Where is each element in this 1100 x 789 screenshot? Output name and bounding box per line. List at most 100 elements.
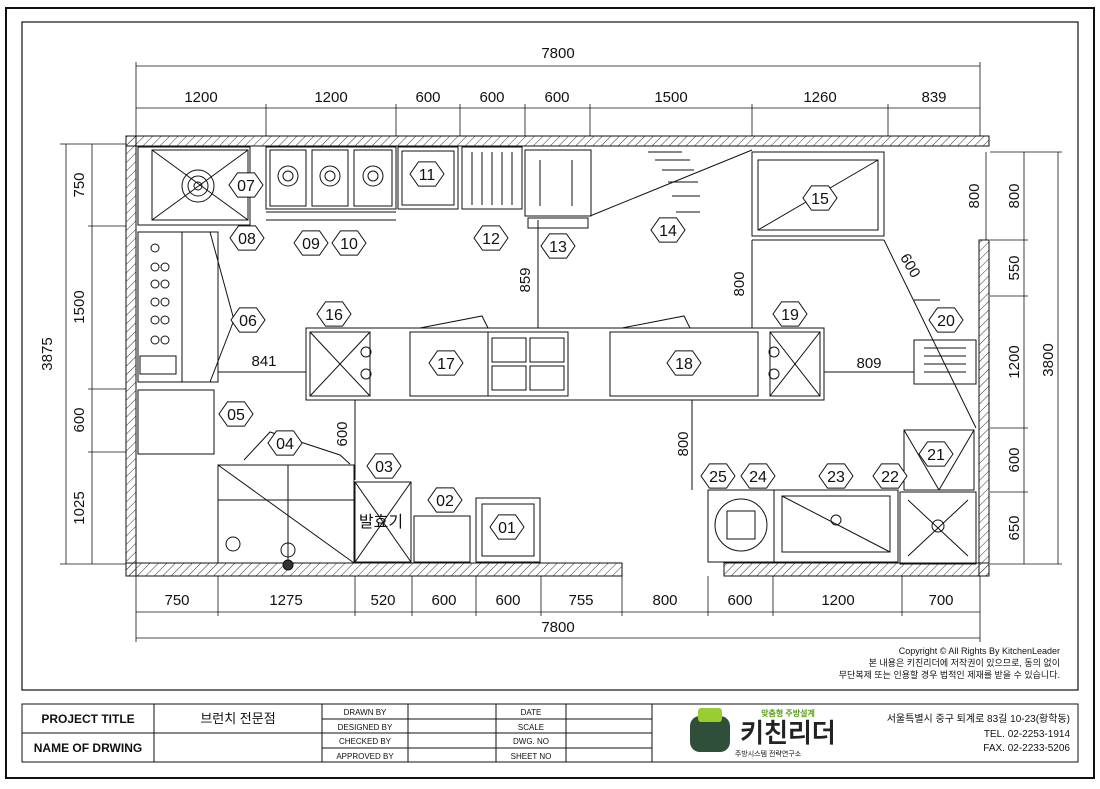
logo-name: 키친리더 xyxy=(740,718,836,748)
dim-right-seg: 800 xyxy=(1006,183,1023,208)
dim-bottom-seg: 600 xyxy=(727,592,752,609)
project-title-label: PROJECT TITLE xyxy=(41,712,134,726)
dim-left-seg: 1500 xyxy=(71,290,88,323)
dim-top-seg: 600 xyxy=(479,89,504,106)
equipment-tag-label: 06 xyxy=(239,313,257,330)
dim-bottom-seg: 700 xyxy=(928,592,953,609)
project-title-value: 브런치 전문점 xyxy=(200,711,275,726)
equipment-tag-label: 15 xyxy=(811,191,829,208)
logo-mark-icon xyxy=(690,716,730,752)
top-segment-labels: 1200 1200 600 600 600 1500 1260 839 xyxy=(184,89,946,106)
equipment-tag-label: 09 xyxy=(302,236,320,253)
dim-right-seg: 600 xyxy=(1006,447,1023,472)
equipment-tag-25: 25 xyxy=(700,463,736,489)
date-label: DATE xyxy=(521,708,542,717)
tag-hexagon-icon xyxy=(428,350,464,376)
tag-hexagon-icon xyxy=(230,307,266,333)
tag-hexagon-icon xyxy=(427,487,463,513)
equipment-tag-18: 18 xyxy=(666,350,702,376)
equipment-tag-label: 12 xyxy=(482,231,500,248)
walls xyxy=(125,135,990,577)
equipment-tag-label: 24 xyxy=(749,469,767,486)
equipment-tag-03: 03 xyxy=(366,453,402,479)
equipment-tag-04: 04 xyxy=(267,430,303,456)
equipment-tag-label: 13 xyxy=(549,239,567,256)
right-dimensions xyxy=(985,151,1062,565)
dim-bottom-seg: 600 xyxy=(431,592,456,609)
equipment-tag-label: 05 xyxy=(227,407,245,424)
equipment-tag-label: 01 xyxy=(498,520,516,537)
tag-hexagon-icon xyxy=(228,172,264,198)
equipment-tag-label: 19 xyxy=(781,307,799,324)
approved-by-label: APPROVED BY xyxy=(336,752,394,761)
tag-hexagon-icon xyxy=(267,430,303,456)
equipment-tag-label: 23 xyxy=(827,469,845,486)
dim-top-seg: 839 xyxy=(921,89,946,106)
equipment-tag-12: 12 xyxy=(473,225,509,251)
dim-top-seg: 600 xyxy=(415,89,440,106)
dim-top-seg: 1200 xyxy=(184,89,217,106)
dwg-no-label: DWG. NO xyxy=(513,737,549,746)
tag-hexagon-icon xyxy=(229,225,265,251)
tag-hexagon-icon xyxy=(489,514,525,540)
dim-top-seg: 1260 xyxy=(803,89,836,106)
equipment-tag-label: 16 xyxy=(325,307,343,324)
equipment-tag-label: 08 xyxy=(238,231,256,248)
tag-hexagon-icon xyxy=(700,463,736,489)
title-block-text: PROJECT TITLE 브런치 전문점 NAME OF DRWING DRA… xyxy=(34,708,552,761)
equipment-tag-01: 01 xyxy=(489,514,525,540)
tag-hexagon-icon xyxy=(650,217,686,243)
equipment-tag-23: 23 xyxy=(818,463,854,489)
equipment-tag-11: 11 xyxy=(409,161,445,187)
tag-hexagon-icon xyxy=(872,463,908,489)
equipment-tag-label: 20 xyxy=(937,313,955,330)
address: 서울특별시 중구 퇴계로 83길 10-23(황학동) xyxy=(887,712,1070,725)
dim-left-total: 3875 xyxy=(39,337,56,370)
dim-inner: 841 xyxy=(251,353,276,370)
equipment-tag-17: 17 xyxy=(428,350,464,376)
equipment-tag-label: 21 xyxy=(927,447,945,464)
tag-hexagon-icon xyxy=(366,453,402,479)
bottom-segment-labels: 750 1275 520 600 600 755 800 600 1200 70… xyxy=(164,592,953,609)
inner-dimension-labels: 859 800 841 809 600 800 600 xyxy=(251,251,923,457)
drawing-name-label: NAME OF DRWING xyxy=(34,741,142,755)
dim-bottom-seg: 600 xyxy=(495,592,520,609)
equipment-tag-19: 19 xyxy=(772,301,808,327)
dim-bottom-seg: 755 xyxy=(568,592,593,609)
tag-hexagon-icon xyxy=(218,401,254,427)
equipment-tag-10: 10 xyxy=(331,230,367,256)
tag-hexagon-icon xyxy=(772,301,808,327)
equipment-tag-20: 20 xyxy=(928,307,964,333)
equipment-tag-label: 10 xyxy=(340,236,358,253)
dim-inner: 600 xyxy=(896,251,923,281)
copyright-note: Copyright © All Rights By KitchenLeader … xyxy=(839,646,1060,680)
tag-hexagon-icon xyxy=(409,161,445,187)
equipment-tag-24: 24 xyxy=(740,463,776,489)
fermenter-label: 발효기 xyxy=(359,513,403,531)
equipment-tag-label: 17 xyxy=(437,356,455,373)
dim-inner: 800 xyxy=(675,431,692,456)
designed-by-label: DESIGNED BY xyxy=(338,723,393,732)
equipment xyxy=(137,146,977,571)
dim-bottom-seg: 1200 xyxy=(821,592,854,609)
company-logo: 맞춤형 주방설계 키친리더 주방시스템 전략연구소 xyxy=(690,708,836,758)
tag-hexagon-icon xyxy=(928,307,964,333)
drawn-by-label: DRAWN BY xyxy=(344,708,387,717)
outer-frame xyxy=(5,7,1095,779)
tag-hexagon-icon xyxy=(540,233,576,259)
dim-right-seg: 550 xyxy=(1006,255,1023,280)
dim-top-seg: 1500 xyxy=(654,89,687,106)
equipment-tag-label: 22 xyxy=(881,469,899,486)
company-contact: 서울특별시 중구 퇴계로 83길 10-23(황학동) TEL. 02-2253… xyxy=(887,712,1071,754)
dim-right-seg: 1200 xyxy=(1006,345,1023,378)
dim-inner: 809 xyxy=(856,355,881,372)
equipment-tag-15: 15 xyxy=(802,185,838,211)
equipment-tag-label: 14 xyxy=(659,223,677,240)
dim-left-seg: 750 xyxy=(71,172,88,197)
top-dimensions xyxy=(135,62,981,136)
equipment-tag-06: 06 xyxy=(230,307,266,333)
scale-label: SCALE xyxy=(518,723,544,732)
fax: FAX. 02-2233-5206 xyxy=(983,743,1070,754)
dim-left-seg: 1025 xyxy=(71,491,88,524)
